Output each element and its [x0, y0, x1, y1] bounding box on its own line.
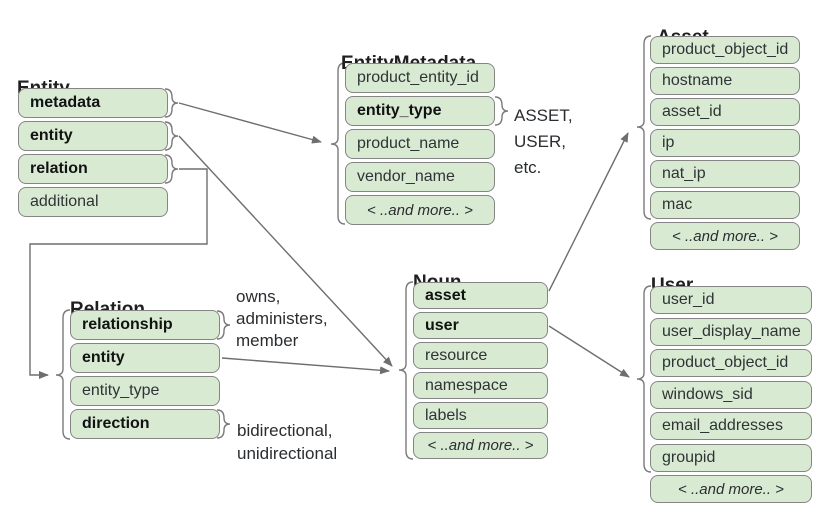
user-field-email-addresses: email_addresses	[650, 412, 812, 440]
annotation-line: owns,	[236, 287, 281, 306]
asset-field-asset-id: asset_id	[650, 98, 800, 126]
asset-field-nat-ip: nat_ip	[650, 160, 800, 188]
entity-field-metadata: metadata	[18, 88, 168, 118]
user-table: user_id user_display_name product_object…	[650, 286, 812, 503]
brace-relation-relationship	[216, 310, 231, 340]
brace-relation-left	[55, 309, 71, 440]
brace-relation-direction	[216, 409, 231, 439]
brace-user-left	[636, 285, 652, 473]
brace-noun-left	[398, 281, 414, 460]
user-field-user-id: user_id	[650, 286, 812, 314]
annotation-line: ASSET,	[514, 106, 573, 125]
asset-field-product-object-id: product_object_id	[650, 36, 800, 64]
arrow-relation-to-relation-box	[29, 168, 208, 379]
brace-entity-row-metadata	[164, 88, 179, 118]
asset-field-hostname: hostname	[650, 67, 800, 95]
entitymetadata-field-and-more: < ..and more.. >	[345, 195, 495, 225]
user-field-windows-sid: windows_sid	[650, 380, 812, 409]
user-field-groupid: groupid	[650, 443, 812, 472]
entitymetadata-field-product-name: product_name	[345, 129, 495, 159]
arrow-noun-asset-to-asset	[548, 132, 629, 292]
annotation-line: unidirectional	[237, 444, 338, 463]
entitymetadata-field-vendor-name: vendor_name	[345, 162, 495, 192]
brace-entitymetadata-entity-type	[494, 96, 509, 126]
arrow-relation-entity-to-noun	[221, 357, 390, 375]
arrow-noun-user-to-user	[548, 325, 630, 378]
relation-field-entity: entity	[70, 343, 220, 373]
noun-table: asset user resource namespace labels < .…	[413, 282, 548, 459]
entity-table: metadata entity relation additional	[18, 88, 168, 217]
user-field-and-more: < ..and more.. >	[650, 475, 812, 503]
entity-field-additional: additional	[18, 187, 168, 217]
noun-field-labels: labels	[413, 402, 548, 429]
entitymetadata-table: product_entity_id entity_type product_na…	[345, 63, 495, 225]
entitymetadata-field-product-entity-id: product_entity_id	[345, 63, 495, 93]
brace-entity-row-entity	[164, 121, 179, 151]
annotation-line: administers,	[236, 309, 328, 328]
entitymetadata-field-entity-type: entity_type	[345, 96, 495, 126]
asset-table: product_object_id hostname asset_id ip n…	[650, 36, 800, 250]
user-field-user-display-name: user_display_name	[650, 317, 812, 346]
arrow-entity-to-noun	[178, 135, 393, 367]
annotation-line: bidirectional,	[237, 421, 333, 440]
relation-field-entity-type: entity_type	[70, 376, 220, 406]
user-field-product-object-id: product_object_id	[650, 349, 812, 377]
relation-table: relationship entity entity_type directio…	[70, 310, 220, 439]
noun-field-resource: resource	[413, 342, 548, 369]
annotation-entity-type-examples: ASSET, USER, etc.	[514, 103, 573, 181]
asset-field-mac: mac	[650, 191, 800, 219]
annotation-line: USER,	[514, 132, 566, 151]
entity-field-relation: relation	[18, 154, 168, 184]
annotation-relationship-examples: owns, administers, member	[236, 286, 328, 352]
annotation-line: member	[236, 331, 299, 350]
brace-entitymetadata-left	[330, 62, 346, 225]
entity-field-entity: entity	[18, 121, 168, 151]
brace-entity-row-relation	[164, 154, 179, 184]
asset-field-ip: ip	[650, 129, 800, 157]
annotation-direction-examples: bidirectional, unidirectional	[237, 419, 337, 465]
arrow-metadata-to-entitymetadata	[178, 102, 322, 144]
noun-field-and-more: < ..and more.. >	[413, 432, 548, 459]
brace-asset-left	[636, 35, 652, 220]
asset-field-and-more: < ..and more.. >	[650, 222, 800, 250]
annotation-line: etc.	[514, 158, 542, 177]
relation-field-relationship: relationship	[70, 310, 220, 340]
noun-field-asset: asset	[413, 282, 548, 309]
noun-field-user: user	[413, 312, 548, 339]
relation-field-direction: direction	[70, 409, 220, 439]
noun-field-namespace: namespace	[413, 372, 548, 399]
